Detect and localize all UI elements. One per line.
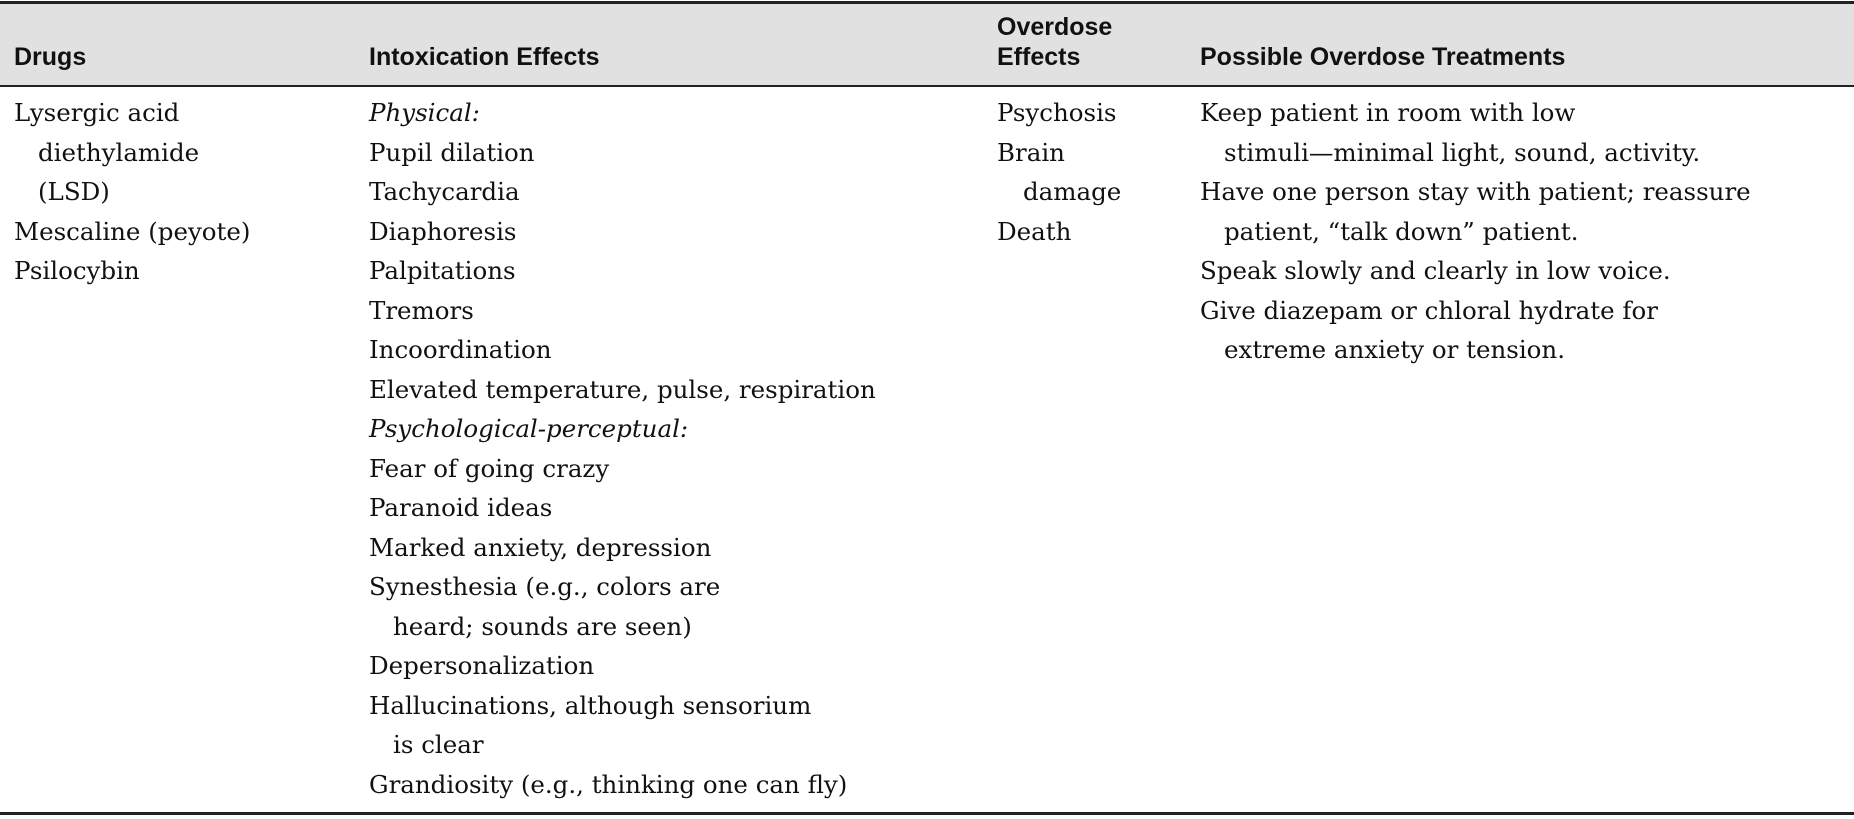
- effect-item: Marked anxiety, depression: [369, 532, 712, 562]
- header-overdose-effects-line2: Effects: [997, 43, 1081, 71]
- effect-item: Palpitations: [369, 256, 516, 285]
- psych-heading: Psychological-perceptual:: [369, 414, 689, 443]
- effect-item-cont: heard; sounds are seen): [393, 611, 692, 641]
- effect-item: Fear of going crazy: [369, 453, 610, 483]
- drugs-column: Lysergic acid diethylamide (LSD) Mescali…: [14, 93, 250, 291]
- effect-item: Grandiosity (e.g., thinking one can fly): [369, 769, 848, 799]
- header-rule: [0, 85, 1854, 87]
- overdose-item: Brain: [997, 137, 1065, 167]
- effect-item: Hallucinations, although sensorium: [369, 690, 812, 720]
- effect-item: Elevated temperature, pulse, respiration: [369, 374, 876, 404]
- drug-item-cont: diethylamide: [38, 137, 200, 167]
- header-intoxication-effects: Intoxication Effects: [369, 43, 600, 71]
- overdose-item-cont: damage: [1023, 177, 1122, 206]
- drug-item: Mescaline (peyote): [14, 216, 251, 246]
- treatment-item: Give diazepam or chloral hydrate for: [1200, 295, 1658, 325]
- effect-item: Pupil dilation: [369, 137, 535, 167]
- effect-item: Tachycardia: [369, 177, 520, 206]
- effect-item: Depersonalization: [369, 651, 595, 680]
- treatment-item: Speak slowly and clearly in low voice.: [1200, 256, 1671, 285]
- header-possible-overdose-treatments: Possible Overdose Treatments: [1200, 43, 1566, 71]
- overdose-item: Death: [997, 216, 1072, 246]
- treatment-item-cont: patient, “talk down” patient.: [1224, 216, 1579, 246]
- overdose-item: Psychosis: [997, 98, 1117, 127]
- treatment-item-cont: stimuli—minimal light, sound, activity.: [1224, 137, 1701, 167]
- physical-heading: Physical:: [369, 98, 480, 127]
- effect-item: Synesthesia (e.g., colors are: [369, 572, 721, 601]
- treatment-item-cont: extreme anxiety or tension.: [1224, 335, 1566, 364]
- drug-item: Lysergic acid: [14, 98, 180, 127]
- intoxication-column: Physical: Pupil dilation Tachycardia Dia…: [369, 93, 876, 804]
- treatment-item: Keep patient in room with low: [1200, 98, 1576, 127]
- overdose-column: Psychosis Brain damage Death: [997, 93, 1121, 251]
- drug-item: Psilocybin: [14, 256, 140, 285]
- table-top-rule: [0, 1, 1854, 4]
- header-drugs: Drugs: [14, 43, 87, 71]
- effect-item-cont: is clear: [393, 730, 484, 759]
- effect-item: Diaphoresis: [369, 216, 517, 246]
- effect-item: Tremors: [369, 295, 474, 325]
- effect-item: Incoordination: [369, 335, 552, 364]
- drug-item-cont: (LSD): [38, 177, 110, 206]
- treatment-item: Have one person stay with patient; reass…: [1200, 177, 1751, 206]
- table-bottom-rule: [0, 812, 1854, 815]
- effect-item: Paranoid ideas: [369, 493, 553, 522]
- table-header: Drugs Intoxication Effects Overdose Effe…: [0, 4, 1854, 85]
- header-overdose-effects-line1: Overdose: [997, 13, 1113, 41]
- treatments-column: Keep patient in room with low stimuli—mi…: [1200, 93, 1751, 370]
